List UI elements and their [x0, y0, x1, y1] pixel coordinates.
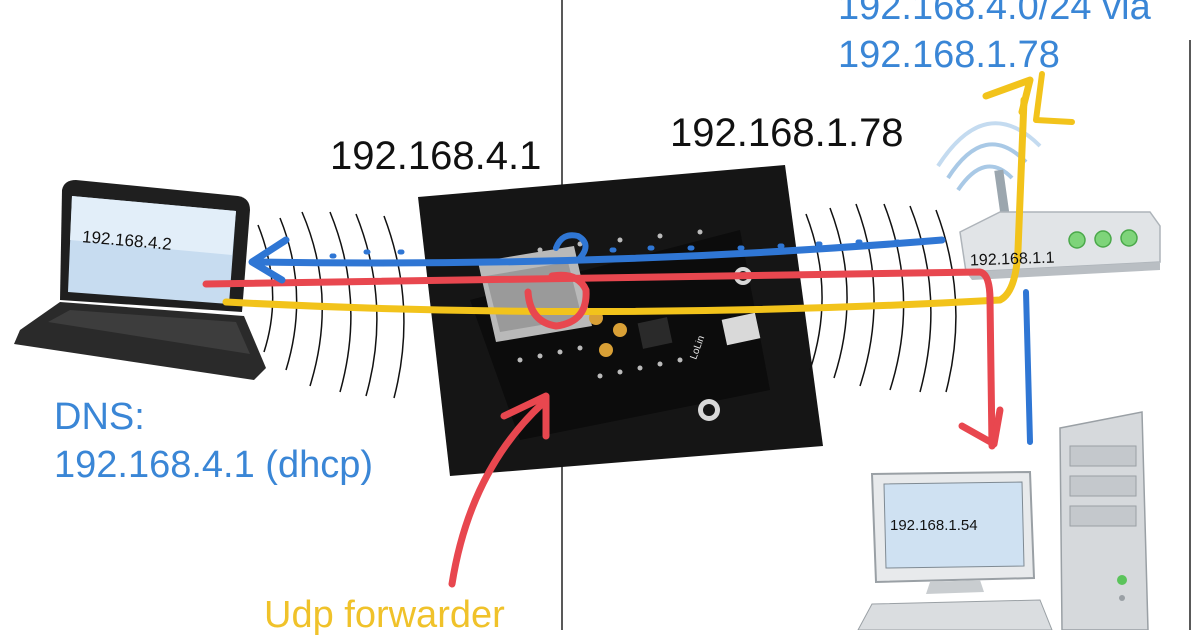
desktop-computer-icon — [857, 411, 1149, 631]
desktop-ip-label: 192.168.1.54 — [890, 517, 978, 534]
yellow-tail — [1033, 71, 1075, 125]
wifi-waves-left — [257, 211, 405, 399]
udp-forwarder-label: Udp forwarder — [264, 594, 505, 636]
wifi-waves-right — [805, 203, 957, 393]
esp-board-photo: LoLin — [418, 165, 823, 476]
pen-annotations — [202, 71, 1075, 588]
dns-note-line1: DNS: — [54, 396, 145, 438]
red-arrowhead-down — [958, 406, 1004, 448]
blue-vertical-mark — [1023, 289, 1033, 445]
blue-dots — [329, 239, 901, 259]
red-circle — [524, 271, 590, 330]
red-route-line — [202, 268, 996, 450]
blue-arrowhead — [248, 236, 290, 284]
router-ip-label: 192.168.1.1 — [969, 249, 1055, 270]
red-pointer-arrowhead — [500, 392, 550, 440]
route-note-line1: 192.168.4.0/24 via — [838, 0, 1151, 28]
yellow-route-line — [222, 96, 1028, 316]
esp-ap-ip-label: 192.168.4.1 — [330, 134, 542, 178]
red-pointer-line — [448, 398, 548, 588]
laptop-icon — [14, 180, 266, 380]
blue-loop — [553, 232, 589, 261]
blue-route-line — [252, 236, 946, 267]
dns-note-line2: 192.168.4.1 (dhcp) — [54, 444, 374, 486]
yellow-arrowhead — [982, 76, 1034, 116]
route-note-line2: 192.168.1.78 — [838, 34, 1060, 76]
esp-sta-ip-label: 192.168.1.78 — [670, 111, 904, 155]
